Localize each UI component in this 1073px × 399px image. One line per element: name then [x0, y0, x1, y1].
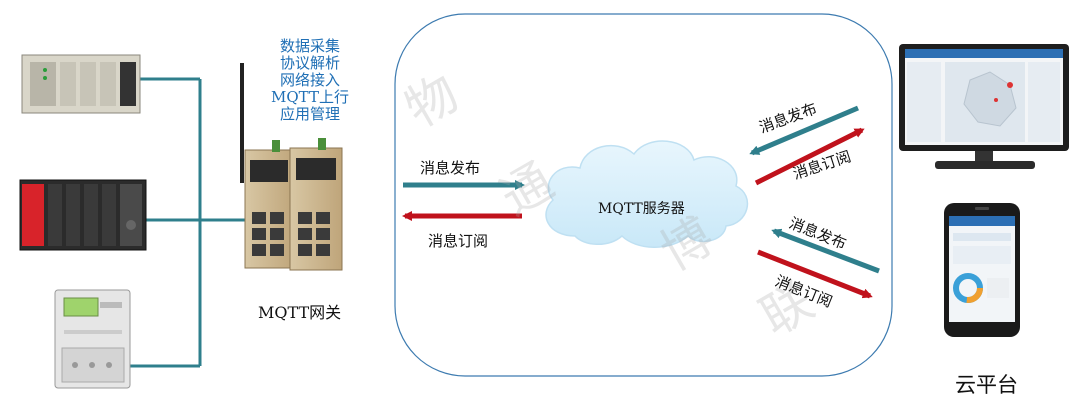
server-label: MQTT服务器 — [598, 201, 685, 217]
mqtt-gateway-device — [240, 63, 343, 271]
right-bottom-publish-arrow — [771, 228, 880, 274]
monitor-device — [899, 44, 1069, 169]
function-item: 协议解析 — [279, 54, 340, 72]
plc-device-2 — [19, 179, 147, 251]
electric-meter — [54, 289, 131, 389]
right-top-publish-arrow — [749, 105, 859, 156]
function-item: 应用管理 — [279, 105, 340, 123]
function-item: 网络接入 — [279, 71, 340, 89]
gateway-label: MQTT网关 — [258, 303, 342, 322]
left-publish-label: 消息发布 — [420, 159, 481, 177]
function-item: MQTT上行 — [271, 88, 349, 106]
gateway-function-list: 数据采集 协议解析 网络接入 MQTT上行 应用管理 — [268, 38, 352, 123]
network-boundary — [394, 13, 893, 377]
phone-device — [944, 203, 1020, 337]
mqtt-server-cloud — [545, 140, 749, 248]
function-item: 数据采集 — [279, 37, 340, 55]
device-bus — [130, 77, 245, 368]
right-bottom-subscribe-arrow — [757, 249, 873, 299]
right-top-subscribe-arrow — [754, 127, 865, 186]
plc-device-1 — [21, 54, 141, 114]
cloud-platform-label: 云平台 — [955, 373, 1018, 397]
left-subscribe-label: 消息订阅 — [428, 232, 489, 250]
